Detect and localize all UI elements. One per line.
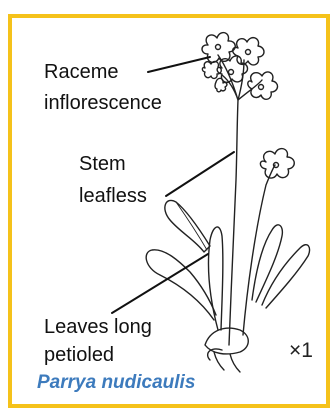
stem-leader-line [166,152,234,196]
secondary-stem [243,165,275,335]
stem-label-line1: Stem [79,152,126,176]
far-right-leaf [262,245,310,308]
leaves-label-line2: petioled [44,343,114,367]
leaves-leader-line [112,254,208,313]
raceme-leader-line [148,57,210,72]
main-stem [229,100,238,345]
leaves-label-line1: Leaves long [44,315,152,339]
right-leaf [252,225,282,302]
species-name: Parrya nudicaulis [37,372,195,394]
stem-label-line2: leafless [79,184,147,208]
scale-mark: ×1 [289,339,313,363]
raceme-label-line2: inflorescence [44,91,162,115]
side-flower [260,149,294,178]
raceme-flowers [202,33,278,100]
raceme-label-line1: Raceme [44,60,118,84]
